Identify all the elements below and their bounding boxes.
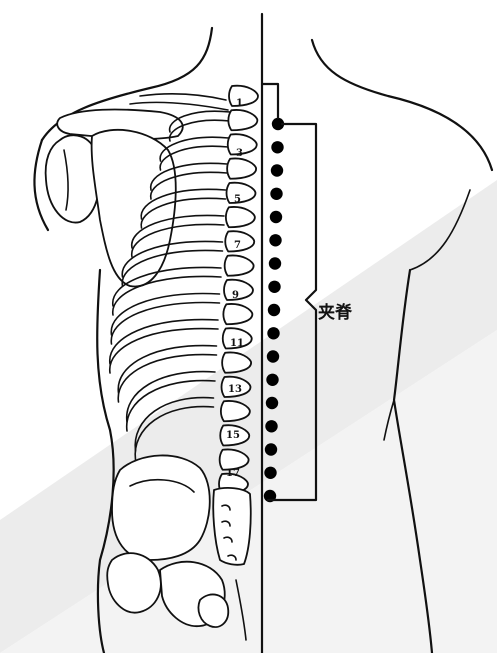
- vertebra-number: 9: [232, 290, 239, 301]
- vertebra-number: 17: [226, 468, 240, 479]
- vertebra-number: 1: [236, 98, 243, 109]
- acupoint-label: 夹脊: [318, 302, 353, 323]
- acupoint-dot: [264, 467, 276, 479]
- vertebra: [225, 255, 254, 275]
- acupoint-dot: [268, 304, 280, 316]
- vertebra-number: 15: [226, 430, 240, 441]
- vertebra: [226, 207, 255, 227]
- acupoint-dot: [270, 188, 282, 200]
- acupoint-dot: [267, 327, 279, 339]
- acupoint-dot: [269, 257, 281, 269]
- acupoint-dot: [265, 443, 277, 455]
- acupoint-dot: [265, 420, 277, 432]
- vertebra: [228, 110, 257, 130]
- rib: [110, 329, 218, 373]
- acupoint-dot: [266, 397, 278, 409]
- acupoint-dot: [270, 211, 282, 223]
- acupoint-dot: [266, 374, 278, 386]
- acupoint-dot: [267, 350, 279, 362]
- vertebra: [223, 304, 252, 324]
- vertebra: [227, 183, 256, 203]
- acupoint-dot: [269, 234, 281, 246]
- acupoint-dot: [271, 164, 283, 176]
- vertebra-number: 3: [236, 148, 243, 159]
- vertebra: [229, 86, 258, 106]
- vertebra-number: 7: [234, 240, 241, 251]
- vertebra-number: 5: [234, 194, 241, 205]
- vertebra-number: 13: [228, 384, 242, 395]
- acupoint-dot: [271, 141, 283, 153]
- rib: [110, 320, 218, 364]
- vertebra: [227, 158, 256, 178]
- vertebra-number: 11: [230, 338, 244, 349]
- acupoint-dot: [268, 281, 280, 293]
